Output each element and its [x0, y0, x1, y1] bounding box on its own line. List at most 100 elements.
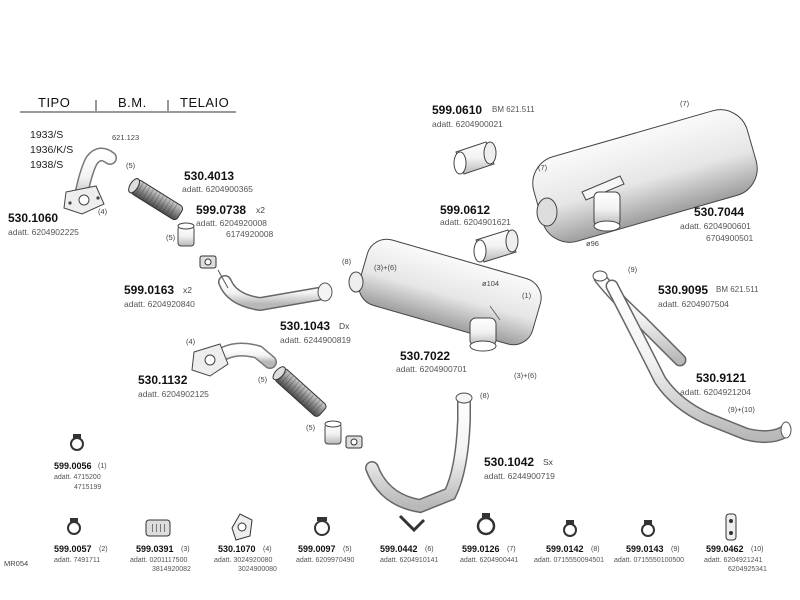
sleeve-upper[interactable] [177, 222, 195, 247]
front-pipe-right[interactable] [217, 269, 333, 312]
adatt-530-4013: adatt. 6204900365 [182, 184, 253, 194]
side-530-1042: Sx [543, 457, 553, 467]
callout-8-a: (8) [342, 257, 352, 266]
callout-5-a: (5) [126, 161, 136, 170]
bottom-num-599-0057: (2) [99, 546, 108, 553]
adatt2-599-0056: 4715199 [74, 484, 102, 491]
adatt-599-0163: adatt. 6204920840 [124, 299, 195, 309]
code-530-9095[interactable]: 530.9095 [658, 283, 709, 297]
clamp-599-0056-icon[interactable] [70, 434, 84, 451]
code-599-0610[interactable]: 599.0610 [432, 103, 483, 117]
bottom-num-599-0391: (3) [181, 546, 190, 553]
bottom-num-599-0142: (8) [591, 546, 600, 553]
callout-1: (1) [522, 291, 532, 300]
sleeve-599-0610[interactable] [453, 141, 497, 175]
sleeve-lower[interactable] [324, 420, 342, 445]
bottom-num-599-0097: (5) [343, 546, 352, 553]
lower-flex-pipe[interactable] [271, 365, 328, 418]
code-530-1043[interactable]: 530.1043 [280, 319, 331, 333]
bottom-icon-599-0391[interactable] [145, 519, 171, 537]
code-530-7022[interactable]: 530.7022 [400, 349, 451, 363]
tail-pipe-9121[interactable] [605, 279, 792, 444]
bottom-icon-599-0097[interactable] [314, 517, 330, 536]
header-telaio: TELAIO [180, 95, 230, 110]
code-599-0056[interactable]: 599.0056 [54, 461, 92, 471]
model-list: 1933/S 1936/K/S 1938/S [30, 128, 73, 174]
callout-dia-96: ø96 [586, 239, 599, 248]
bottom-icon-599-0462[interactable] [725, 513, 737, 541]
lower-downpipe[interactable] [191, 342, 277, 377]
code-599-0163[interactable]: 599.0163 [124, 283, 175, 297]
bottom-adatt2-599-0462: 6204925341 [728, 566, 767, 573]
bottom-code-599-0142[interactable]: 599.0142 [546, 544, 584, 554]
clamp-upper[interactable] [199, 255, 217, 269]
callout-dia-104: ø104 [482, 279, 500, 288]
code-599-0612[interactable]: 599.0612 [440, 203, 491, 217]
middle-muffler[interactable] [348, 235, 546, 352]
adatt-530-7044: adatt. 6204900601 [680, 221, 751, 231]
adatt-530-7022: adatt. 6204900701 [396, 364, 467, 374]
adatt2-530-7044: 6704900501 [706, 233, 754, 243]
top-ref: 621.123 [112, 133, 140, 142]
bottom-code-599-0442[interactable]: 599.0442 [380, 544, 418, 554]
model-1: 1933/S [30, 129, 64, 141]
bottom-adatt2-530-1070: 3024900080 [238, 566, 277, 573]
bm-530-9095: BM 621.511 [716, 285, 759, 294]
callout-4-upper: (4) [98, 207, 108, 216]
adatt-530-1132: adatt. 6204902125 [138, 389, 209, 399]
adatt-599-0738: adatt. 6204920008 [196, 218, 267, 228]
code-530-1060[interactable]: 530.1060 [8, 211, 59, 225]
num-599-0056: (1) [98, 463, 107, 470]
upper-downpipe[interactable] [63, 147, 117, 215]
model-3: 1938/S [30, 159, 64, 172]
callout-4-lower: (4) [186, 337, 196, 346]
code-530-4013[interactable]: 530.4013 [184, 169, 235, 183]
adatt-599-0610: adatt. 6204900021 [432, 119, 503, 129]
bottom-code-599-0126[interactable]: 599.0126 [462, 544, 500, 554]
bottom-icon-599-0057[interactable] [67, 518, 81, 535]
rear-muffler[interactable] [526, 103, 764, 249]
code-530-1132[interactable]: 530.1132 [138, 373, 188, 387]
bottom-code-599-0462[interactable]: 599.0462 [706, 544, 744, 554]
bottom-icon-599-0142[interactable] [563, 520, 577, 537]
code-599-0738[interactable]: 599.0738 [196, 203, 247, 217]
bottom-icon-599-0126[interactable] [476, 513, 496, 536]
bottom-adatt-599-0057: adatt. 7491711 [54, 557, 101, 564]
front-pipe-left[interactable] [365, 392, 473, 514]
callout-3-6-a: (3)+(6) [374, 263, 397, 272]
callout-8-b: (8) [480, 391, 490, 400]
callout-5-b: (5) [166, 233, 176, 242]
bottom-icon-599-0442[interactable] [398, 514, 426, 533]
adatt-530-1042: adatt. 6244900719 [484, 471, 555, 481]
side-530-1043: Dx [339, 321, 350, 331]
adatt2-599-0738: 6174920008 [226, 229, 274, 239]
bottom-code-530-1070[interactable]: 530.1070 [218, 544, 256, 554]
sleeve-599-0612[interactable] [473, 229, 519, 263]
callout-5-c: (5) [258, 375, 268, 384]
header-tipo: TIPO [38, 95, 71, 110]
adatt-530-1043: adatt. 6244900819 [280, 335, 351, 345]
code-530-9121[interactable]: 530.9121 [696, 371, 747, 385]
bottom-code-599-0143[interactable]: 599.0143 [626, 544, 664, 554]
header-bm: B.M. [118, 95, 147, 110]
code-530-1042[interactable]: 530.1042 [484, 455, 535, 469]
bottom-adatt-599-0097: adatt. 6209970490 [296, 557, 355, 564]
adatt-530-1060: adatt. 6204902225 [8, 227, 79, 237]
bottom-code-599-0391[interactable]: 599.0391 [136, 544, 174, 554]
adatt-530-9095: adatt. 6204907504 [658, 299, 729, 309]
bottom-code-599-0057[interactable]: 599.0057 [54, 544, 92, 554]
bottom-adatt-599-0143: adatt. 0715550100500 [614, 557, 685, 564]
adatt-599-0056: adatt. 4715200 [54, 474, 101, 481]
upper-flex-pipe[interactable] [126, 177, 184, 221]
bottom-icon-530-1070[interactable] [231, 513, 253, 541]
bottom-icon-599-0143[interactable] [641, 520, 655, 537]
bottom-adatt2-599-0391: 3814920082 [152, 566, 191, 573]
qty-599-0738: x2 [256, 205, 265, 215]
callout-7-a: (7) [680, 99, 690, 108]
clamp-lower[interactable] [345, 435, 363, 449]
bottom-code-599-0097[interactable]: 599.0097 [298, 544, 336, 554]
bottom-num-530-1070: (4) [263, 546, 272, 553]
code-530-7044[interactable]: 530.7044 [694, 205, 745, 219]
callout-5-d: (5) [306, 423, 316, 432]
